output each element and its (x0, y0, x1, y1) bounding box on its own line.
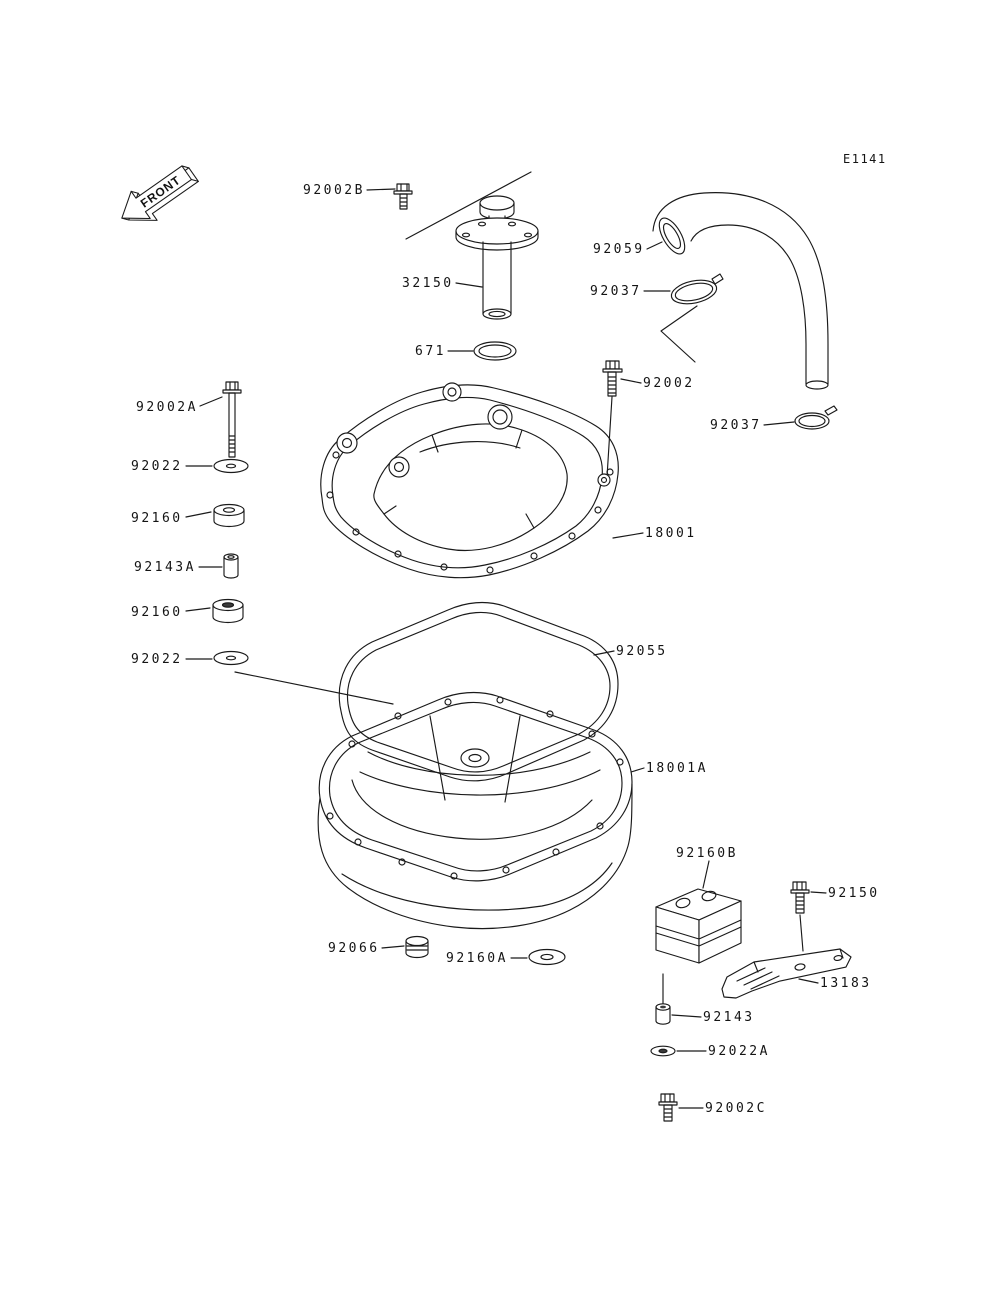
part-label-92160b: 92160B (676, 846, 738, 861)
washer-92160a-drawing (528, 948, 566, 966)
plug-92066-drawing (405, 935, 429, 959)
assembly-lines (234, 171, 804, 1005)
part-label-92143: 92143 (703, 1010, 755, 1025)
page-code-label: E1141 (843, 152, 887, 166)
grommet-92160-upper-drawing (213, 503, 245, 528)
part-label-32150: 32150 (402, 276, 454, 291)
grommet-92160-lower-drawing (212, 598, 244, 624)
gasket-92055-drawing (338, 601, 619, 782)
clamp-92037-bottom-drawing (794, 405, 838, 430)
bracket-13183-drawing (721, 948, 852, 999)
part-label-92037-bottom: 92037 (710, 418, 762, 433)
washer-92022a-drawing (650, 1045, 676, 1057)
oring-671-drawing (473, 341, 517, 361)
clamp-92037-top-drawing (670, 273, 724, 305)
part-label-18001: 18001 (645, 526, 697, 541)
hose-92059-drawing (652, 192, 829, 390)
part-label-92055: 92055 (616, 644, 668, 659)
washer-92022-upper-drawing (213, 458, 249, 474)
part-label-671: 671 (415, 344, 446, 359)
part-label-13183: 13183 (820, 976, 872, 991)
part-label-92160-lower: 92160 (131, 605, 183, 620)
filler-neck-32150-drawing (455, 195, 539, 320)
part-label-92160a: 92160A (446, 951, 508, 966)
bolt-92150-drawing (790, 881, 810, 914)
leader-lines (185, 188, 827, 1109)
part-label-92002b: 92002B (303, 183, 365, 198)
part-label-92143a: 92143A (134, 560, 196, 575)
part-label-92022-upper: 92022 (131, 459, 183, 474)
cover-18001-drawing (320, 382, 619, 579)
bolt-92002a-drawing (222, 381, 242, 458)
part-label-92022-lower: 92022 (131, 652, 183, 667)
damper-92160b-drawing (655, 888, 742, 964)
front-arrow-marker: FRONT (121, 165, 199, 221)
bolt-92002b-drawing (393, 183, 413, 210)
part-label-92160-upper: 92160 (131, 511, 183, 526)
bolt-92002c-drawing (658, 1093, 678, 1122)
part-label-92059: 92059 (593, 242, 645, 257)
part-label-92037-top: 92037 (590, 284, 642, 299)
part-label-92002: 92002 (643, 376, 695, 391)
part-label-92002a: 92002A (136, 400, 198, 415)
part-label-18001a: 18001A (646, 761, 708, 776)
part-label-92022a: 92022A (708, 1044, 770, 1059)
collar-92143-drawing (655, 1003, 671, 1025)
oil-pan-18001a-drawing (317, 691, 633, 930)
part-label-92150: 92150 (828, 886, 880, 901)
bolt-92002-drawing (602, 360, 623, 397)
washer-92022-lower-drawing (213, 650, 249, 666)
collar-92143a-drawing (223, 553, 239, 579)
part-label-92002c: 92002C (705, 1101, 767, 1116)
part-label-92066: 92066 (328, 941, 380, 956)
